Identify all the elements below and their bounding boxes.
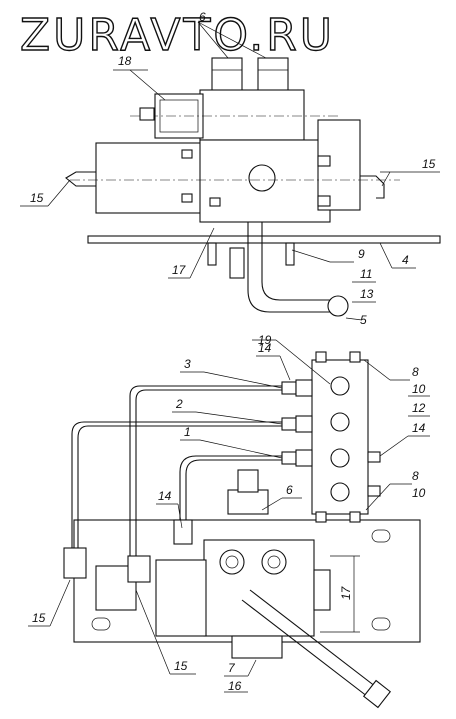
top-fitting-left xyxy=(211,57,243,93)
label-top-11: 11 xyxy=(360,267,372,281)
label-bottom-15-lower: 15 xyxy=(174,659,188,673)
label-bottom-6: 6 xyxy=(286,483,293,497)
valve-cap-left xyxy=(155,559,207,637)
label-bottom-1: 1 xyxy=(184,425,191,439)
dimension-label-17: 17 xyxy=(339,585,353,600)
label-bottom-7: 7 xyxy=(228,661,236,675)
label-top-6: 6 xyxy=(199,10,206,24)
label-top-15-right: 15 xyxy=(422,157,436,171)
label-top-13: 13 xyxy=(360,287,374,301)
label-bottom-19: 19 xyxy=(258,333,272,347)
fitting-6-stem xyxy=(237,469,259,493)
tube-end-5 xyxy=(327,295,349,317)
label-top-5: 5 xyxy=(360,313,367,327)
label-top-9: 9 xyxy=(358,247,365,261)
label-bottom-16: 16 xyxy=(228,679,242,693)
label-bottom-14-right: 14 xyxy=(412,421,426,435)
label-bottom-2: 2 xyxy=(175,397,183,411)
label-bottom-8-lower: 8 xyxy=(412,469,419,483)
label-top-18: 18 xyxy=(118,54,132,68)
label-bottom-15-left: 15 xyxy=(32,611,46,625)
fitting-6 xyxy=(227,489,269,515)
label-top-17: 17 xyxy=(172,263,187,277)
bottom-assembly-view: 19 8 10 12 3 14 2 1 14 14 6 8 10 15 15 7… xyxy=(28,333,430,709)
label-bottom-10-lower: 10 xyxy=(412,486,426,500)
center-port xyxy=(248,164,276,192)
label-bottom-10-top: 10 xyxy=(412,382,426,396)
valve-block-upper xyxy=(199,89,305,141)
label-bottom-8-top: 8 xyxy=(412,365,419,379)
label-top-15-left: 15 xyxy=(30,191,44,205)
label-bottom-14-left: 14 xyxy=(158,489,172,503)
top-assembly-view: 6 18 15 15 17 9 11 13 4 5 xyxy=(20,10,441,327)
base-plate xyxy=(87,235,441,244)
valve-bottom xyxy=(231,635,283,659)
label-top-4: 4 xyxy=(402,253,409,267)
label-bottom-3: 3 xyxy=(184,357,191,371)
label-bottom-14-top: 14 xyxy=(258,341,272,355)
top-fitting-right xyxy=(257,57,289,93)
label-bottom-12: 12 xyxy=(412,401,426,415)
watermark-text: ZURAVTO.RU xyxy=(20,10,335,61)
valve-main-body xyxy=(203,539,315,637)
